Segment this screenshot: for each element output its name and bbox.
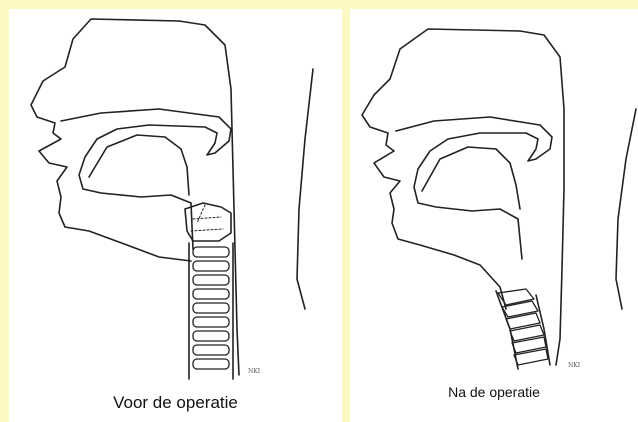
shoulder-line [297, 69, 313, 309]
head-neck-illustration-before [9, 9, 342, 422]
tracheal-rings [498, 289, 548, 365]
artist-signature: NKI [248, 368, 260, 375]
panel-after-surgery: NKI Na de operatie [350, 9, 638, 422]
palate-pharynx-wall [61, 109, 231, 249]
face-profile [31, 19, 191, 261]
tracheal-rings [193, 247, 229, 369]
artist-signature: NKI [568, 362, 580, 369]
face-profile [362, 29, 520, 309]
tongue [89, 135, 189, 195]
tongue [422, 147, 520, 209]
caption-before: Voor de operatie [9, 393, 342, 413]
head-neck-illustration-after [350, 9, 638, 422]
back-of-neck [179, 21, 239, 375]
palate-pharynx-wall [396, 117, 552, 259]
caption-after: Na de operatie [350, 384, 638, 400]
shoulder-line [616, 109, 636, 309]
panel-before-surgery: NKI Voor de operatie [9, 9, 342, 422]
